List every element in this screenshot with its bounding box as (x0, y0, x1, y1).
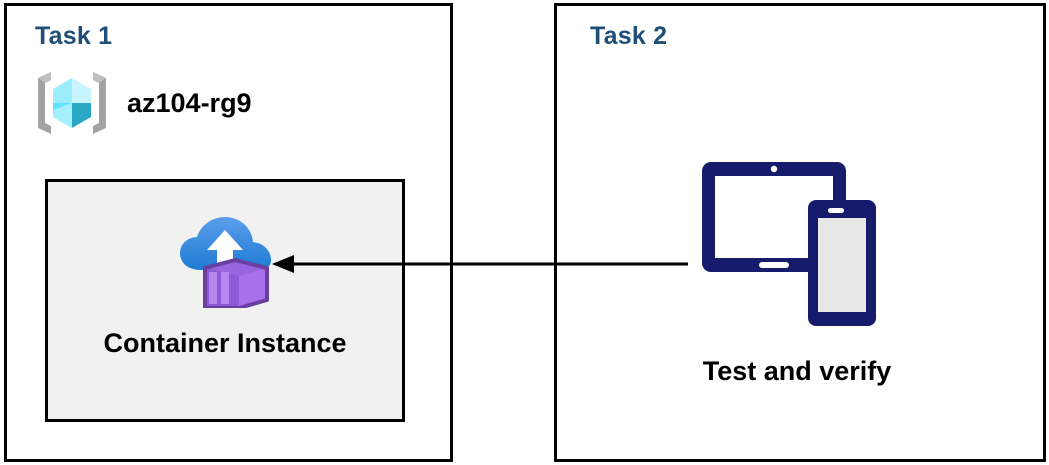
devices-tablet-phone-icon (698, 156, 896, 338)
resource-group-row: az104-rg9 (33, 64, 252, 142)
container-instance-icon (175, 182, 275, 308)
resource-group-label: az104-rg9 (127, 87, 252, 118)
task-1-title: Task 1 (35, 22, 113, 50)
test-verify-label: Test and verify (702, 356, 892, 386)
task-panel-1: Task 1 (4, 3, 453, 462)
task-panel-2: Task 2 Test and verify (554, 3, 1046, 462)
resource-group-icon (33, 64, 111, 142)
test-verify-block: Test and verify (667, 156, 927, 387)
container-instance-label: Container Instance (103, 328, 347, 358)
task-2-title: Task 2 (590, 22, 668, 50)
container-instance-box: Container Instance (45, 179, 405, 422)
